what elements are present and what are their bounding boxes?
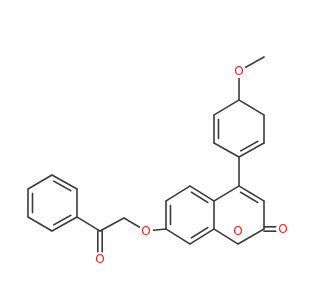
lactone-carbonyl-oxygen: O: [276, 222, 290, 236]
bond-c4-c3-inner: [239, 191, 259, 204]
methoxy-oxygen-label: O: [234, 64, 243, 78]
bond-c4a-c5-inner: [190, 191, 209, 204]
bond-a6-a1: [213, 99, 240, 116]
bond-c4-c3: [238, 185, 265, 202]
bond-ck-b1: [76, 216, 101, 232]
bond-b1-b2-inner: [53, 214, 72, 226]
ketone-oxygen: O: [93, 252, 107, 266]
bond-c4a-c5: [189, 185, 215, 202]
bond-a3-a4-inner: [240, 140, 259, 152]
bond-ch2-ck: [99, 217, 125, 232]
bond-c5-c6: [165, 185, 191, 202]
bond-c8-c8a: [189, 228, 215, 245]
bond-b2-b3: [27, 216, 53, 232]
bond-o1-c8a: [213, 228, 239, 245]
ring-oxygen-label: O: [233, 224, 242, 238]
bond-c8-c8a-inner: [190, 226, 209, 239]
bond-b4-b5: [27, 174, 53, 190]
atom-label-layer: O O O O O: [93, 64, 290, 266]
bond-a1-a2: [238, 99, 265, 116]
ketone-oxygen-label: O: [95, 252, 104, 266]
bond-a4-a5: [213, 142, 240, 158]
bond-a3-a4: [238, 142, 265, 158]
bond-b5-b6-inner: [53, 180, 72, 192]
lactone-carbonyl-oxygen-label: O: [278, 222, 287, 236]
ether-oxygen-label: O: [141, 224, 150, 238]
methoxy-oxygen: O: [232, 64, 246, 78]
bond-c2-o1: [237, 228, 265, 245]
bond-c7-c8: [165, 228, 191, 245]
molecule-diagram: O O O O O: [27, 56, 290, 266]
bond-b1-b2: [51, 216, 78, 232]
ether-oxygen: O: [139, 224, 153, 238]
bond-layer: [27, 56, 284, 260]
bond-c4a-c4: [213, 185, 240, 202]
ring-oxygen: O: [231, 224, 245, 238]
bond-b5-b6: [51, 174, 78, 190]
